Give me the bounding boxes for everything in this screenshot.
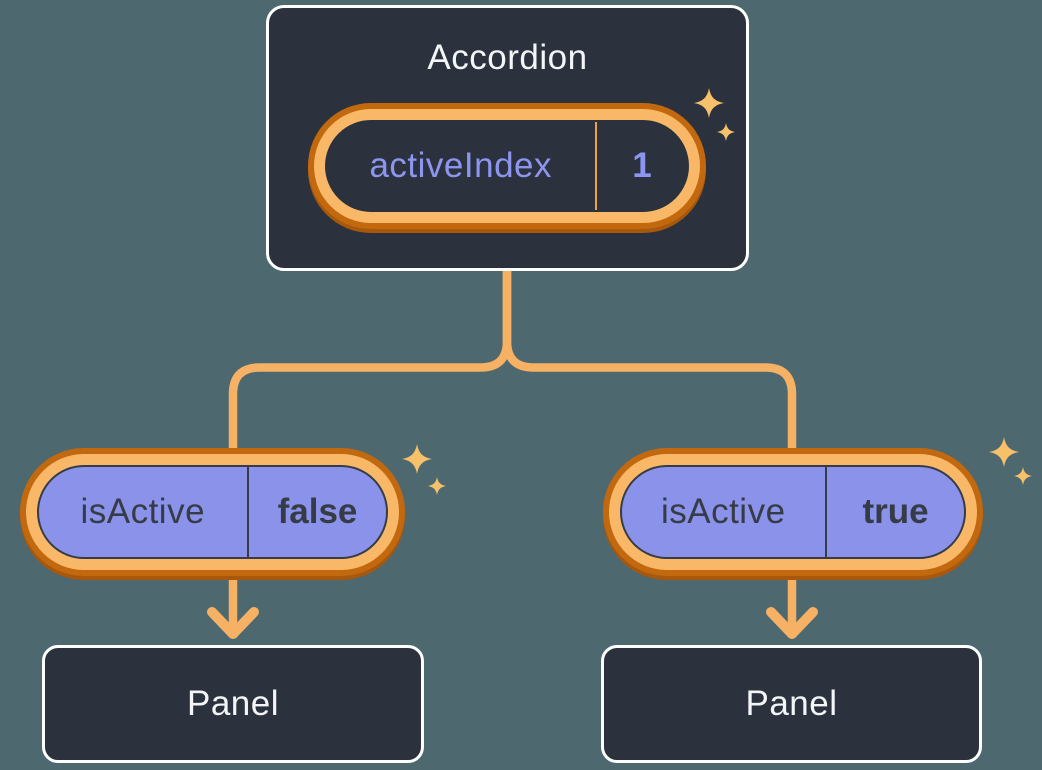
state-name: activeIndex	[369, 146, 553, 185]
prop-value: false	[277, 492, 358, 531]
state-pill: activeIndex 1	[325, 120, 689, 212]
prop-pill-right: isActive true	[620, 465, 966, 559]
sparkle-icon	[402, 444, 432, 474]
panel-label: Panel	[745, 684, 838, 723]
panel-box-right: Panel	[601, 645, 982, 763]
state-value: 1	[632, 146, 652, 185]
sparkle-icon	[1014, 467, 1032, 485]
panel-box-left: Panel	[42, 645, 424, 763]
panel-label: Panel	[186, 684, 280, 723]
pill-divider	[824, 467, 827, 557]
component-title: Accordion	[427, 38, 588, 77]
prop-name: isActive	[80, 492, 206, 531]
connector-left	[228, 266, 512, 633]
sparkle-icon	[717, 123, 735, 141]
sparkle-icon	[428, 477, 446, 495]
pill-divider	[594, 122, 597, 210]
pill-divider	[246, 467, 249, 557]
sparkle-icon	[989, 437, 1019, 467]
connector-right	[502, 266, 797, 633]
prop-value: true	[862, 492, 929, 531]
arrow-down-icon	[766, 607, 818, 639]
prop-name: isActive	[660, 492, 786, 531]
sparkle-icon	[694, 88, 724, 118]
prop-pill-left: isActive false	[37, 465, 388, 559]
arrow-down-icon	[207, 607, 259, 639]
